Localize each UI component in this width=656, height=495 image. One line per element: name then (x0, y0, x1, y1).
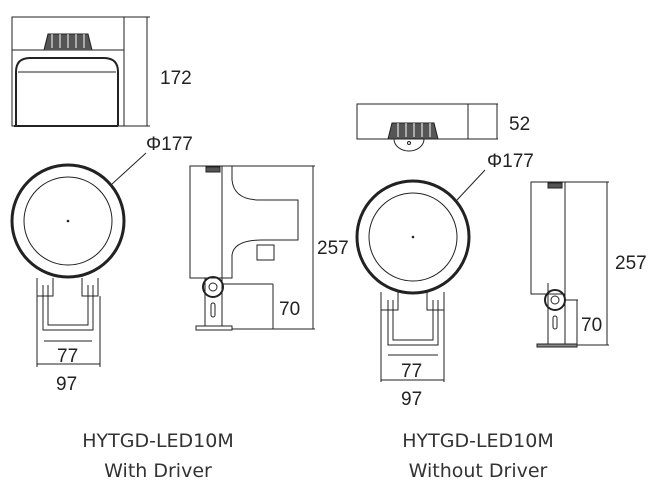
right-total-height-label: 257 (615, 253, 647, 274)
right-top-view: 52 (356, 103, 530, 152)
right-bracket-outer-label: 97 (401, 389, 422, 410)
left-diameter-label: Φ177 (146, 134, 193, 155)
left-bracket-outer-label: 97 (56, 374, 77, 395)
right-top-height-label: 52 (509, 114, 530, 135)
right-mount-height-label: 70 (581, 315, 602, 336)
left-top-view: 172 (11, 16, 192, 127)
right-bracket-inner-label: 77 (401, 361, 422, 382)
left-variant: With Driver (104, 460, 212, 482)
left-front-view: Φ177 77 97 (10, 134, 193, 395)
left-side-view: 257 70 (189, 165, 349, 331)
left-mount-height-label: 70 (279, 299, 300, 320)
right-variant: Without Driver (408, 460, 548, 482)
left-total-height-label: 257 (317, 238, 349, 259)
left-model-name: HYTGD-LED10M (82, 430, 234, 452)
left-top-height-label: 172 (160, 68, 192, 89)
right-front-view: Φ177 77 97 (355, 151, 534, 410)
right-caption: HYTGD-LED10M Without Driver (358, 426, 598, 486)
right-diameter-label: Φ177 (487, 151, 534, 172)
left-bracket-inner-label: 77 (57, 346, 78, 367)
left-caption: HYTGD-LED10M With Driver (38, 426, 278, 486)
right-model-name: HYTGD-LED10M (402, 430, 554, 452)
right-side-view: 257 70 (530, 181, 647, 348)
